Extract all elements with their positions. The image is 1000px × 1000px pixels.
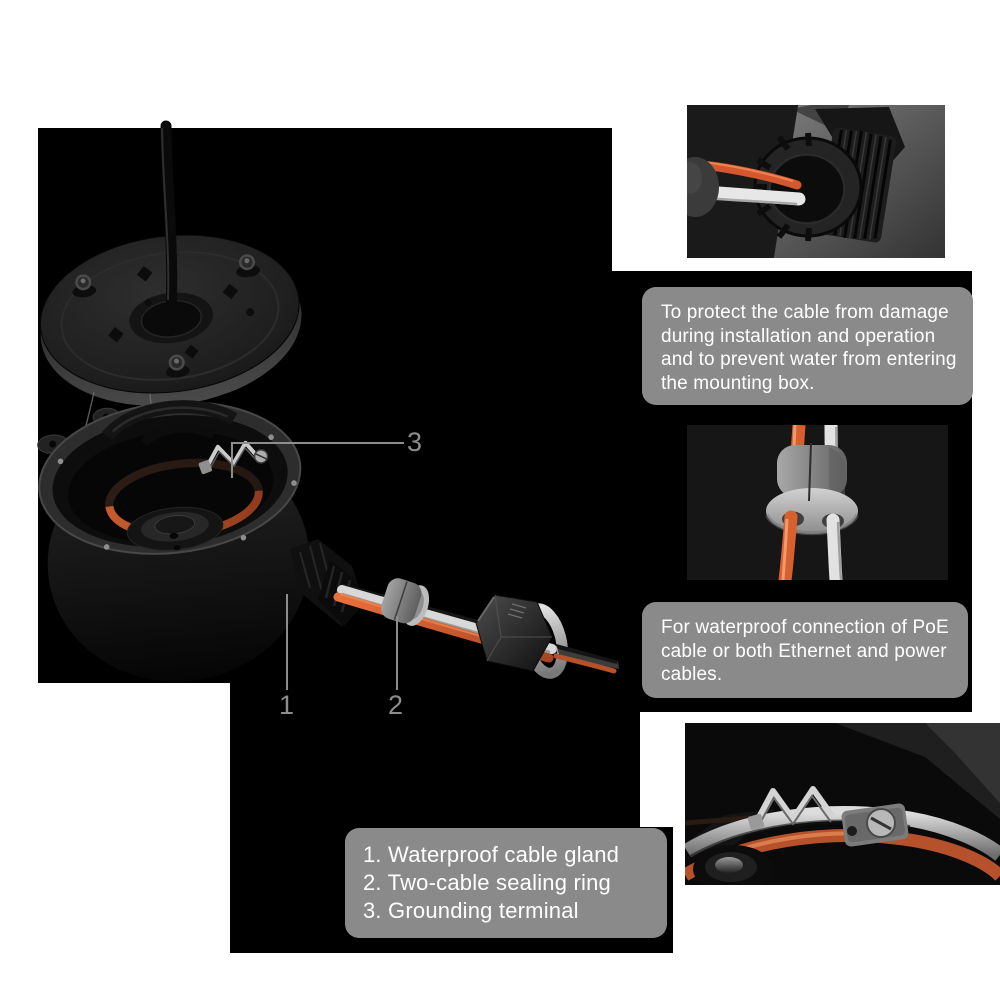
sealing-ring-photo-art bbox=[765, 425, 859, 580]
photo-cable-gland-closeup bbox=[687, 105, 945, 258]
photo-grounding-terminal-closeup bbox=[685, 723, 1000, 885]
grounding-terminal-photo-art bbox=[685, 723, 1000, 885]
orange-cable bbox=[698, 160, 802, 190]
note-sealing-ring: For waterproof connection of PoE cable o… bbox=[642, 602, 968, 698]
parts-legend: 1. Waterproof cable gland 2. Two-cable s… bbox=[345, 828, 667, 938]
grounding-spring-clip bbox=[754, 786, 836, 823]
white-cable-bottom bbox=[826, 513, 843, 580]
cable-gland-photo-art bbox=[687, 105, 945, 258]
callout-number-1: 1 bbox=[279, 690, 295, 720]
legend-item: 3. Grounding terminal bbox=[363, 898, 579, 923]
note-cable-gland: To protect the cable from damage during … bbox=[642, 287, 973, 405]
orange-cable-bottom bbox=[778, 510, 798, 580]
speaker-cone-detail bbox=[715, 857, 743, 873]
callout-number-3: 3 bbox=[407, 427, 423, 457]
legend-item: 2. Two-cable sealing ring bbox=[363, 870, 611, 895]
gland-castellations bbox=[755, 132, 812, 242]
legend-item: 1. Waterproof cable gland bbox=[363, 842, 620, 867]
grommet-slit bbox=[808, 442, 812, 502]
photo-sealing-ring-closeup bbox=[687, 425, 948, 580]
callout-number-2: 2 bbox=[388, 690, 404, 720]
main-image-panel bbox=[38, 128, 612, 683]
